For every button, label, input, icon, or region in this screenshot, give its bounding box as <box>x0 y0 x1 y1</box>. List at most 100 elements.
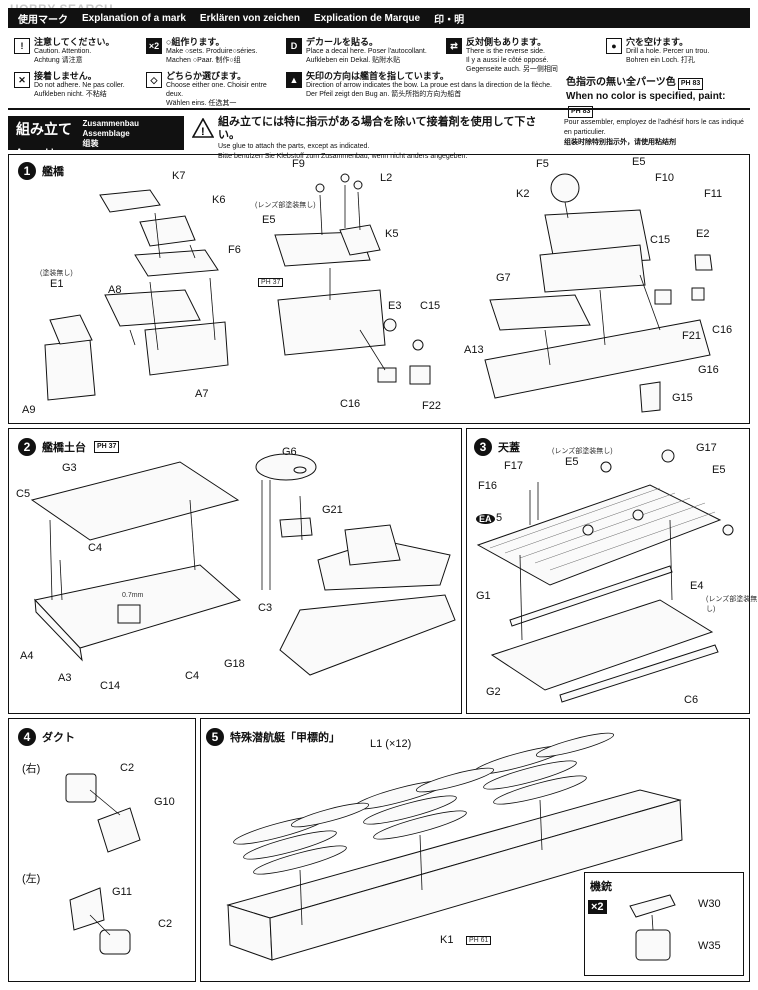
mark-cn: 任选其一 <box>208 100 237 107</box>
label-E3: E3 <box>388 300 402 312</box>
label-F21: F21 <box>682 330 701 342</box>
decal-icon: D <box>286 38 302 54</box>
label-L1: L1 (×12) <box>370 738 412 750</box>
mark-fr: Produire○séries. <box>206 48 258 55</box>
step-3-heading: 3 天蓋 <box>474 438 520 456</box>
label-C16b: C16 <box>712 324 733 336</box>
label-E5b: E5 <box>712 464 726 476</box>
mark-fr: Attention. <box>61 48 92 55</box>
mark-jp: 反対側もあります。 <box>466 37 547 47</box>
svg-text:!: ! <box>201 126 205 138</box>
label-left: (左) <box>22 873 41 885</box>
label-G6: G6 <box>282 446 297 458</box>
label-A3: A3 <box>58 672 72 684</box>
step-number: 5 <box>206 728 224 746</box>
label-G7: G7 <box>496 272 511 284</box>
assembly-fr: Assemblage <box>82 129 130 138</box>
mark-no-glue: ✕ 接着しません。 Do not adhere. Ne pas coller. … <box>14 72 142 99</box>
label-G11: G11 <box>112 886 132 898</box>
label-E2: E2 <box>696 228 710 240</box>
label-G16: G16 <box>698 364 719 376</box>
caution-icon: ! <box>14 38 30 54</box>
mark-cn: 制作○组 <box>215 57 241 64</box>
step-4-section <box>8 718 196 982</box>
mark-jp: ○組作ります。 <box>166 37 225 47</box>
label-C6: C6 <box>684 694 699 706</box>
label-K6: K6 <box>212 194 226 206</box>
paint-note-en: When no color is specified, paint: <box>566 91 726 102</box>
header-cn: 印・明 <box>434 14 465 26</box>
label-G1: G1 <box>476 590 491 602</box>
paint-ref: PH 83 <box>568 106 594 118</box>
mark-choose: ◇ どちらか選びます。 Choose either one. Choisir e… <box>146 72 282 108</box>
mark-jp: 穴を空けます。 <box>626 37 689 47</box>
mark-en: Place a decal here. <box>306 48 366 55</box>
label-C14: C14 <box>100 680 121 692</box>
label-A4: A4 <box>20 650 34 662</box>
label-C2b: C2 <box>158 918 173 930</box>
warning-jp: 組み立てには特に指示がある場合を除いて接着剤を使用して下さい。 <box>218 116 537 141</box>
label-A7: A7 <box>195 388 209 400</box>
step-5-section <box>200 718 750 982</box>
gun-multiplier: ×2 <box>588 900 607 914</box>
ref-ph61: PH 61 <box>466 936 492 945</box>
mark-drill: ● 穴を空けます。 Drill a hole. Percer un trou. … <box>606 38 750 65</box>
label-C2: C2 <box>120 762 135 774</box>
label-5: 5 <box>496 512 503 524</box>
note-no-paint: (塗装無し) <box>40 270 73 277</box>
label-E5a: E5 <box>565 456 579 468</box>
mark-de: Der Pfeil zeigt den Bug an. <box>306 91 390 98</box>
header-jp: 使用マーク <box>18 14 68 26</box>
label-W35: W35 <box>698 940 721 952</box>
label-K1: K1 <box>440 934 454 946</box>
step-1-heading: 1 艦橋 <box>18 162 64 180</box>
step-number: 3 <box>474 438 492 456</box>
label-C16: C16 <box>340 398 361 410</box>
assembly-cn: 组装 <box>82 139 99 148</box>
label-W30: W30 <box>698 898 721 910</box>
label-EA: EA <box>476 514 495 524</box>
mark-de: Bohren ein Loch. <box>626 57 679 64</box>
label-G17: G17 <box>696 442 717 454</box>
mark-de: Aufkleben ein Dekal. <box>306 57 371 64</box>
label-F9: F9 <box>292 158 305 170</box>
label-0-7mm: 0.7mm <box>122 592 144 599</box>
mark-cn: 请注意 <box>61 57 83 64</box>
multiply-icon: ×2 <box>146 38 162 54</box>
mark-en: Choose either one. <box>166 82 226 89</box>
label-F16: F16 <box>478 480 497 492</box>
label-K5: K5 <box>385 228 399 240</box>
mark-fr: Il y a aussi le côté opposé. <box>466 57 549 64</box>
label-G10: G10 <box>154 796 175 808</box>
mark-fr: Choisir entre deux. <box>166 82 267 98</box>
mark-jp: どちらか選びます。 <box>166 71 247 81</box>
mark-fr: Ne pas coller. <box>82 82 125 89</box>
warning-cn: 组装时除特别指示外，请使用粘结剂 <box>564 139 676 146</box>
warning-de: Bitte benutzen Sie Klebstoff zum Zusamme… <box>218 153 468 160</box>
choose-icon: ◇ <box>146 72 162 88</box>
bow-arrow-icon: ▲ <box>286 72 302 88</box>
label-C3: C3 <box>258 602 273 614</box>
label-G3: G3 <box>62 462 77 474</box>
label-A9: A9 <box>22 404 36 416</box>
step-title: 艦橋 <box>42 166 64 178</box>
label-F17: F17 <box>504 460 523 472</box>
label-C4b: C4 <box>185 670 200 682</box>
step-1-section <box>8 154 750 424</box>
step-number: 2 <box>18 438 36 456</box>
reverse-side-icon: ⇄ <box>446 38 462 54</box>
step-title: 天蓋 <box>498 442 520 454</box>
mark-de: Wählen eins. <box>166 100 207 107</box>
label-G18: G18 <box>224 658 245 670</box>
label-C5: C5 <box>16 488 31 500</box>
mark-en: Make ○sets. <box>166 48 205 55</box>
mark-reverse: ⇄ 反対側もあります。 There is the reverse side. I… <box>446 38 602 74</box>
step-title: 特殊潜航艇「甲標的」 <box>230 732 340 744</box>
header-en: Explanation of a mark <box>82 12 186 24</box>
ref-ph37: PH 37 <box>94 441 120 453</box>
mark-de: Gegenseite auch. <box>466 66 521 73</box>
label-E4: E4 <box>690 580 704 592</box>
step-2-section <box>8 428 462 714</box>
